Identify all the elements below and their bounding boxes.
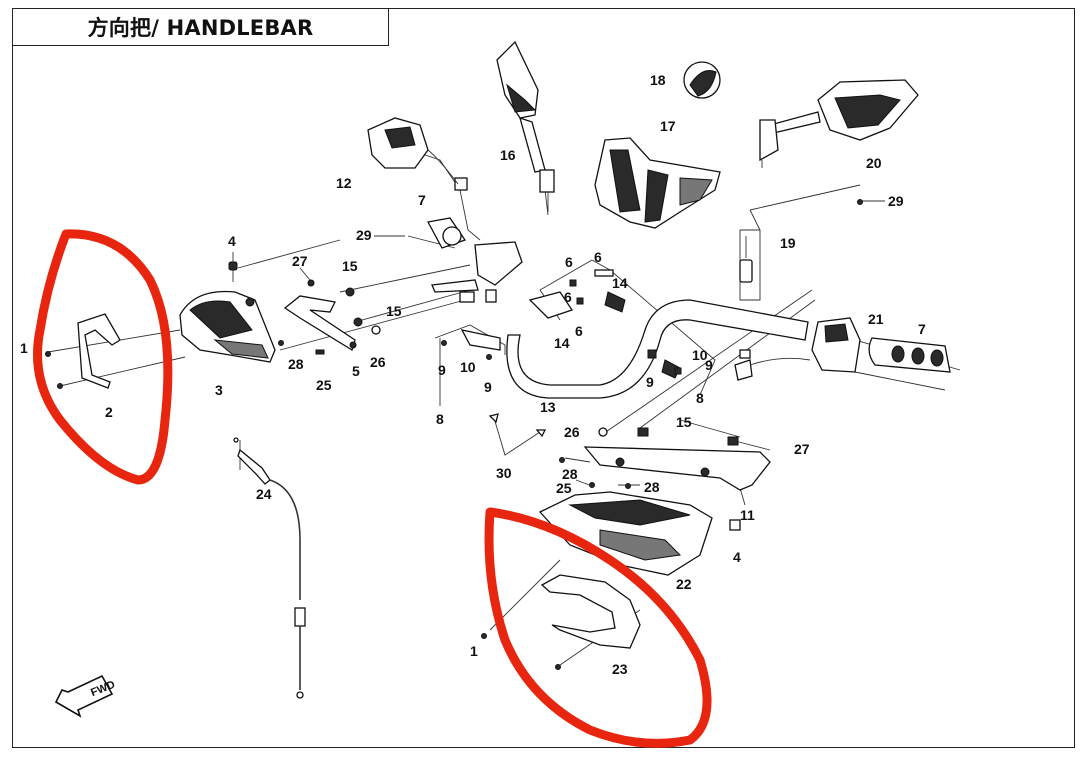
- part-5-guard-bracket: [245, 295, 357, 351]
- part-2-left-guard-insert: [45, 313, 121, 389]
- callout-3: 3: [215, 382, 223, 398]
- callout-9-d: 9: [705, 357, 713, 373]
- diagram-frame: [12, 8, 1075, 748]
- highlight-left: [33, 229, 173, 485]
- part-18-cap: [683, 61, 721, 99]
- callout-11: 11: [740, 507, 755, 523]
- callout-10-right: 10: [692, 347, 708, 363]
- part-20-right-mirror: [759, 79, 919, 168]
- highlight-marks: [33, 229, 712, 748]
- part-11-right-bracket: [583, 427, 771, 491]
- callout-2: 2: [105, 404, 113, 420]
- part-14-right-clamp: [528, 269, 682, 379]
- part-24-throttle-cable: [233, 437, 306, 699]
- callout-19: 19: [780, 235, 796, 251]
- left-control-assembly: [431, 241, 523, 303]
- title-box: 方向把/ HANDLEBAR: [12, 8, 389, 46]
- part-17-headlight-cover: [594, 137, 721, 229]
- callout-13: 13: [540, 399, 556, 415]
- callout-29-right: 29: [888, 193, 904, 209]
- callout-20: 20: [866, 155, 882, 171]
- callout-6-c: 6: [564, 289, 572, 305]
- callout-labels: 1 2 3 4 5 6 7 8 9 10 11 12 13 14 15 16 1…: [20, 72, 926, 677]
- callout-8: 8: [436, 411, 444, 427]
- callout-28: 28: [288, 356, 304, 372]
- callout-6: 6: [565, 254, 573, 270]
- callout-16: 16: [500, 147, 516, 163]
- callout-14-b: 14: [554, 335, 570, 351]
- callout-26: 26: [370, 354, 386, 370]
- fwd-arrow-icon: FWD: [54, 674, 117, 718]
- callout-1: 1: [20, 340, 28, 356]
- part-12-master-cylinder: [367, 117, 468, 191]
- callout-27-right: 27: [794, 441, 810, 457]
- callout-24: 24: [256, 486, 272, 502]
- callout-4: 4: [228, 233, 236, 249]
- part-7-left-grip: [427, 217, 467, 249]
- callout-8-right: 8: [696, 390, 704, 406]
- callout-18: 18: [650, 72, 666, 88]
- callout-29: 29: [356, 227, 372, 243]
- part-23-right-guard-insert: [481, 574, 641, 670]
- part-22-right-hand-guard: [538, 457, 741, 576]
- leader-lines: [47, 149, 961, 666]
- callout-10: 10: [460, 359, 476, 375]
- part-21-right-switch: [734, 317, 861, 381]
- callout-25: 25: [316, 377, 332, 393]
- callout-17: 17: [660, 118, 676, 134]
- callout-4-right: 4: [733, 549, 741, 565]
- callout-30: 30: [496, 465, 512, 481]
- callout-14: 14: [612, 275, 628, 291]
- callout-6-d: 6: [575, 323, 583, 339]
- callout-27: 27: [292, 253, 308, 269]
- part-13-handlebar: [506, 299, 809, 399]
- callout-28-b: 28: [562, 466, 578, 482]
- callout-7: 7: [418, 192, 426, 208]
- callout-12: 12: [336, 175, 352, 191]
- part-16-left-mirror: [496, 40, 555, 212]
- part-3-left-hand-guard: [179, 290, 276, 363]
- callout-15: 15: [342, 258, 358, 274]
- callout-9-c: 9: [646, 374, 654, 390]
- callout-5: 5: [352, 363, 360, 379]
- part-19-bolt: [739, 236, 753, 283]
- callout-9-b: 9: [484, 379, 492, 395]
- highlight-right: [484, 507, 712, 748]
- callout-1-right: 1: [470, 643, 478, 659]
- callout-23: 23: [612, 661, 628, 677]
- part-7-right-grip: [868, 337, 951, 373]
- left-hardware: [228, 261, 381, 355]
- page-title: 方向把/ HANDLEBAR: [87, 16, 314, 40]
- callout-21: 21: [868, 311, 884, 327]
- callout-6-b: 6: [594, 249, 602, 265]
- callout-9: 9: [438, 362, 446, 378]
- part-10-left-clamp: [441, 329, 501, 360]
- part-30-clips: [488, 413, 547, 438]
- callout-7-right: 7: [918, 321, 926, 337]
- part-29-right-screw: [857, 199, 863, 205]
- callout-22: 22: [676, 576, 692, 592]
- callout-28-c: 28: [644, 479, 660, 495]
- callout-26-right: 26: [564, 424, 580, 440]
- callout-25-right: 25: [556, 480, 572, 496]
- callout-15-right: 15: [676, 414, 692, 430]
- callout-15-b: 15: [386, 303, 402, 319]
